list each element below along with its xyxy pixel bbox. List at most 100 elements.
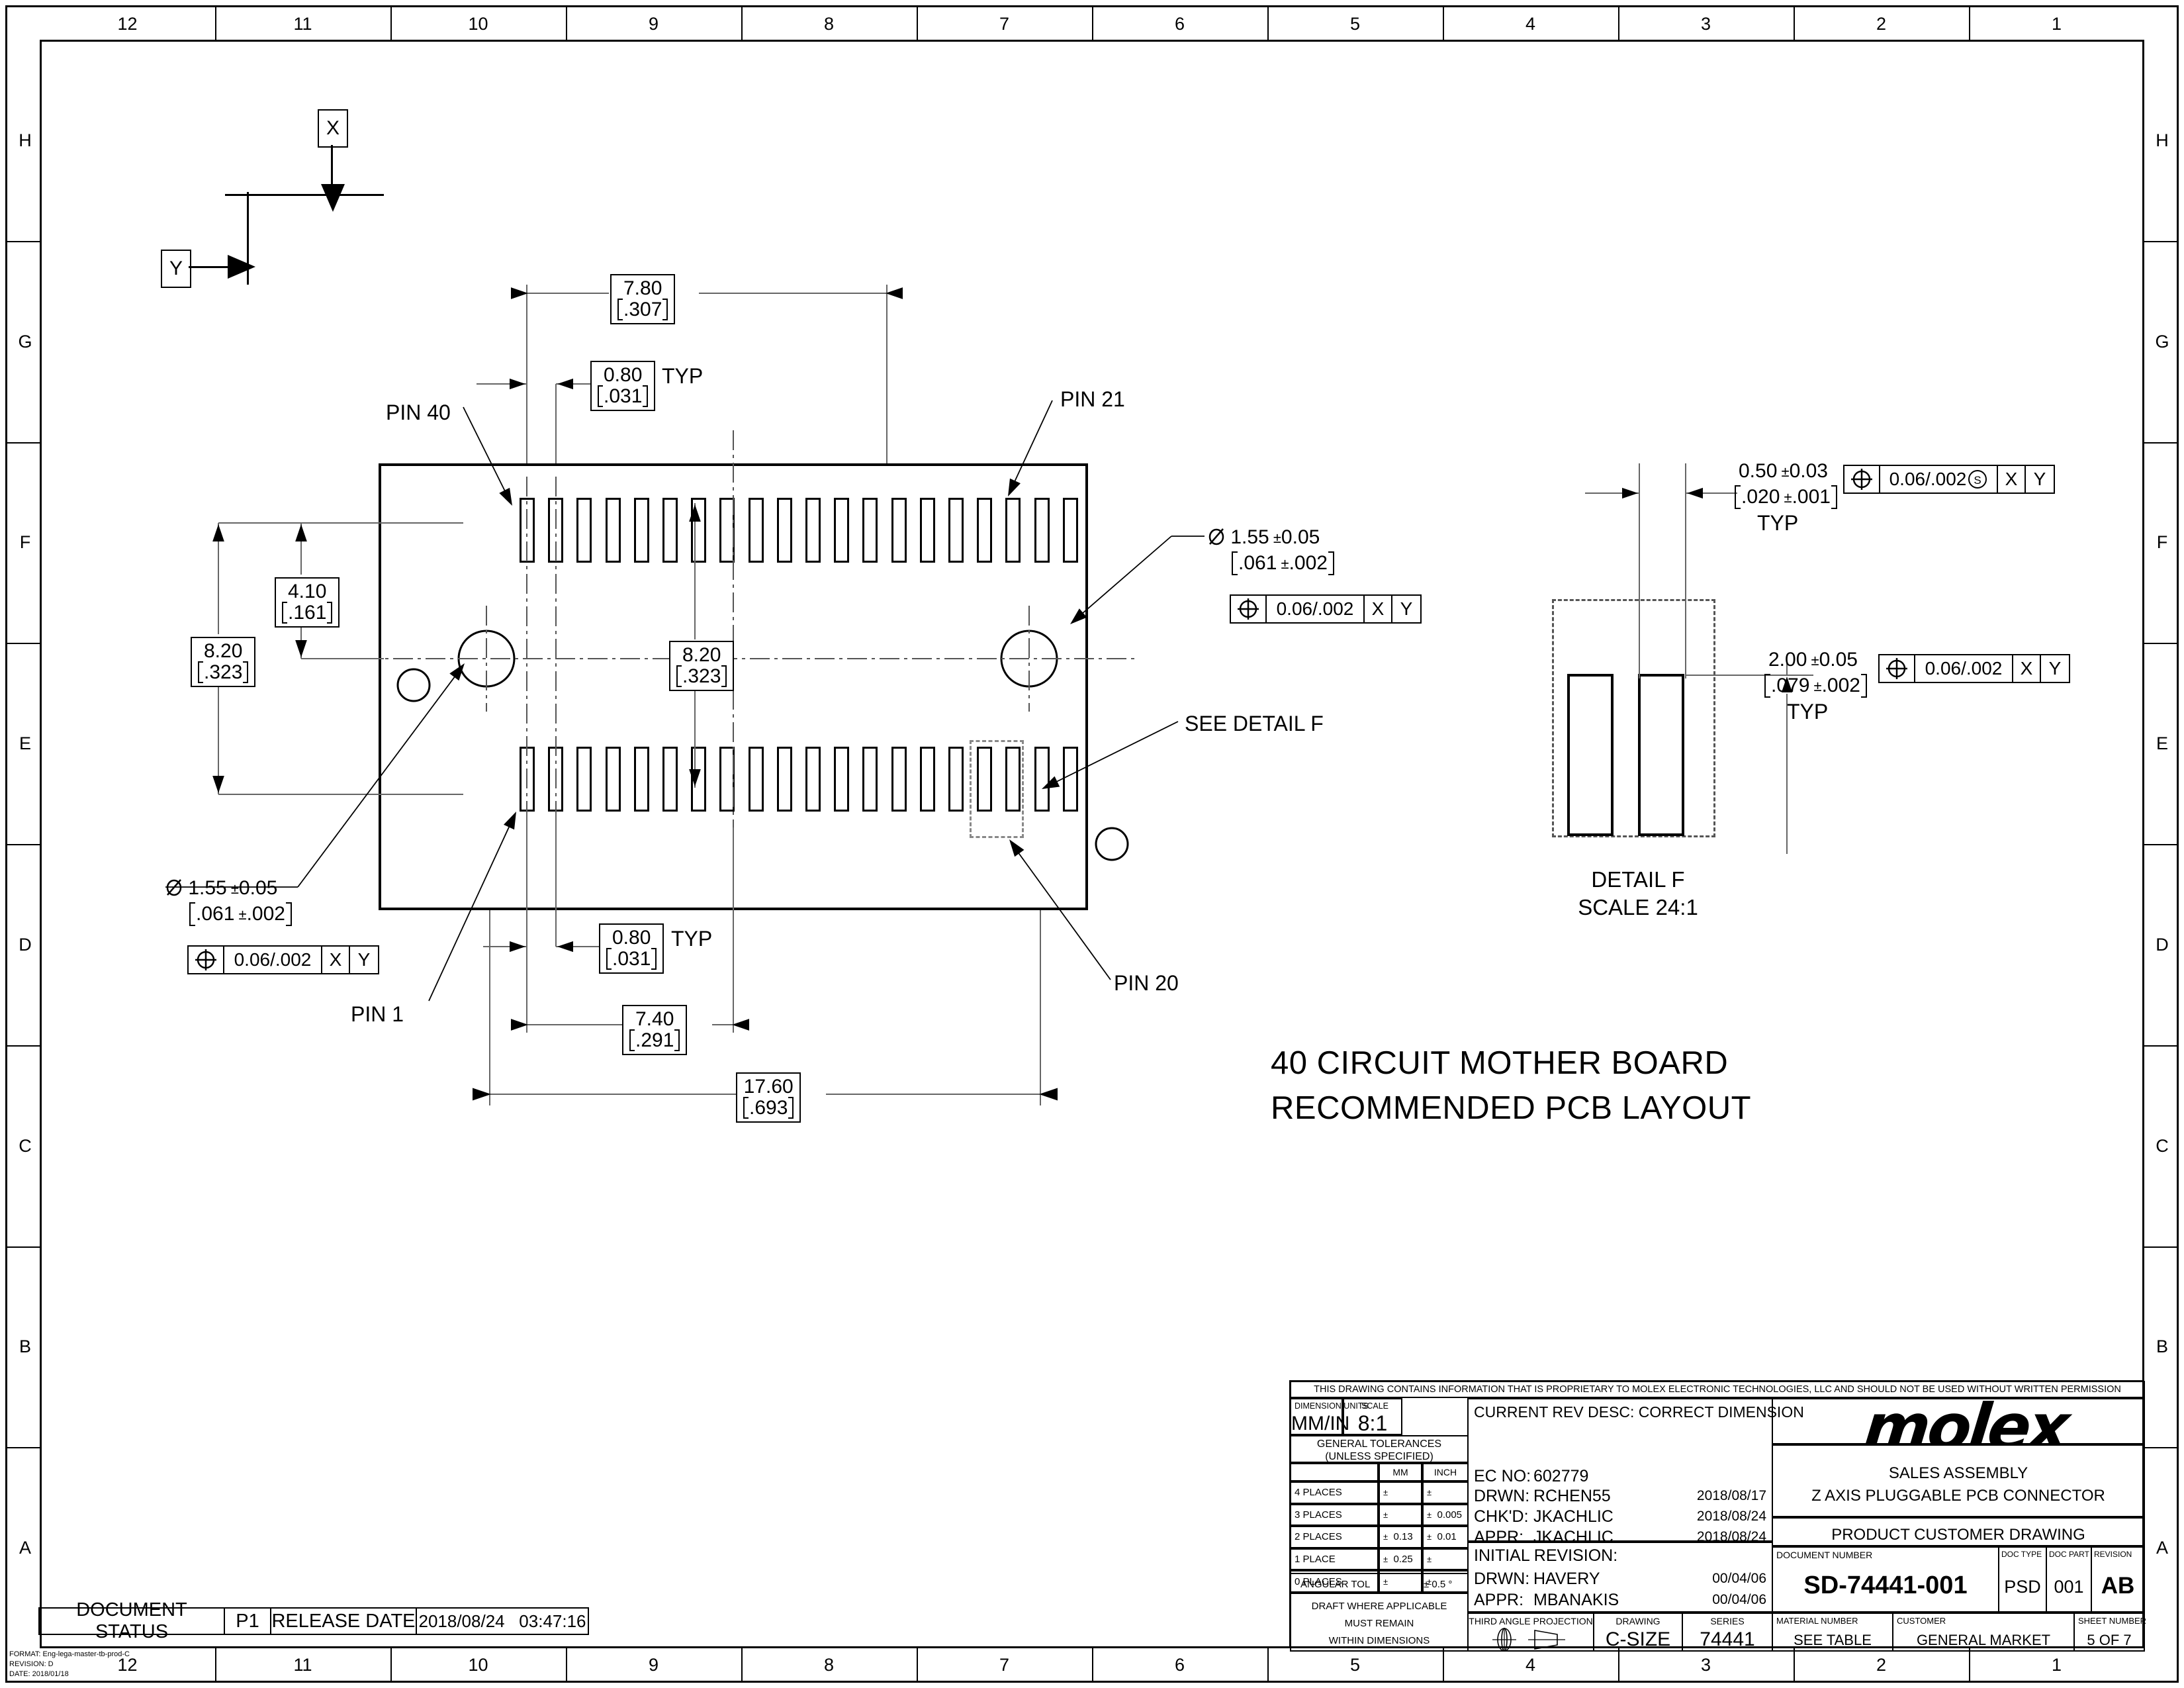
datum-x-leader-v: [331, 145, 333, 195]
doc-type-value: PSD: [2004, 1577, 2041, 1597]
zone-bottom-divider-8: [1443, 1648, 1444, 1681]
brand-cell: molex: [1772, 1398, 2145, 1444]
angular-tolerance-value: ± 0.5 °: [1424, 1579, 1453, 1590]
sheet-number-cell: SHEET NUMBER 5 OF 7: [2073, 1613, 2147, 1652]
pad-top-6: [662, 498, 678, 563]
pad-bottom-11: [805, 747, 821, 812]
dim-7-40: 7.40 .291: [622, 1005, 688, 1056]
detail-height-typ: TYP: [1787, 700, 1829, 724]
sheet-inner-border: [40, 40, 2144, 1648]
detail-f-boundary: [1552, 599, 1715, 837]
draft-note-line1: DRAFT WHERE APPLICABLE: [1311, 1601, 1447, 1612]
pad-top-17: [977, 498, 993, 563]
initial-revision-label: INITIAL REVISION:: [1474, 1546, 1618, 1565]
zone-top-2: 2: [1876, 14, 1887, 34]
document-status-bar: DOCUMENT STATUS P1 RELEASE DATE 2018/08/…: [38, 1599, 589, 1642]
zone-top-divider-8: [1443, 7, 1444, 40]
pad-bottom-4: [605, 747, 621, 812]
pad-bottom-10: [776, 747, 792, 812]
dim-8-20-left: 8.20 .323: [191, 637, 256, 688]
pin-21-label: PIN 21: [1060, 387, 1125, 411]
detail-height-fcf-datum-a: X: [2013, 655, 2041, 682]
ec-no-label: EC NO:: [1474, 1467, 1531, 1485]
zone-right-B: B: [2156, 1336, 2168, 1357]
format-note: FORMAT: Eng-lega-master-tb-prod-C REVISI…: [9, 1650, 130, 1679]
zone-left-B: B: [19, 1336, 31, 1357]
zone-left-A: A: [19, 1538, 31, 1558]
zone-bottom-divider-7: [1267, 1648, 1269, 1681]
doc-part-label: DOC PART: [2049, 1550, 2089, 1559]
third-angle-projection-cell: THIRD ANGLE PROJECTION: [1467, 1613, 1594, 1652]
init-appr-label: APPR:: [1474, 1591, 1524, 1609]
zone-right-divider-6: [2144, 1246, 2177, 1248]
zone-right-divider-7: [2144, 1447, 2177, 1449]
zone-bottom-1: 1: [2051, 1655, 2062, 1675]
title-block: THIS DRAWING CONTAINS INFORMATION THAT I…: [1289, 1380, 2146, 1652]
detail-f-highlight: [970, 740, 1024, 838]
zone-bottom-7: 7: [999, 1655, 1010, 1675]
zone-bottom-divider-11: [1969, 1648, 1970, 1681]
pad-top-1: [520, 498, 535, 563]
drwn-date: 2018/08/17: [1696, 1488, 1766, 1503]
material-number-value: SEE TABLE: [1794, 1632, 1872, 1648]
pad-top-7: [691, 498, 707, 563]
position-symbol-icon: [189, 947, 224, 973]
pad-bottom-17: [977, 747, 993, 812]
pad-top-18: [1005, 498, 1021, 563]
drawing-size-cell: DRAWING C-SIZE: [1593, 1613, 1683, 1652]
drwn-label: DRWN:: [1474, 1487, 1530, 1505]
zone-right-divider-5: [2144, 1045, 2177, 1047]
product-drawing-cell: PRODUCT CUSTOMER DRAWING: [1772, 1517, 2145, 1546]
pin-1-label: PIN 1: [351, 1002, 404, 1026]
position-symbol-icon: [1844, 466, 1880, 492]
detail-width-fcf-datum-a: X: [1998, 466, 2026, 492]
scale-value: 8:1: [1357, 1411, 1388, 1435]
zone-right-divider-2: [2144, 442, 2177, 444]
proprietary-note: THIS DRAWING CONTAINS INFORMATION THAT I…: [1290, 1381, 2145, 1398]
zone-right-C: C: [2156, 1135, 2169, 1156]
pad-top-13: [862, 498, 878, 563]
hole-callout-top: 1.55 ±0.05 .061 ±.002: [1208, 526, 1334, 575]
init-appr-name: MBANAKIS: [1533, 1591, 1619, 1609]
fcf-bottom-tolerance: 0.06/.002: [224, 947, 322, 973]
dimension-units-value: MM/IN: [1291, 1413, 1350, 1434]
zone-top-12: 12: [117, 14, 138, 34]
sheet-outer-border: [5, 5, 2179, 1683]
zone-left-divider-7: [7, 1447, 40, 1449]
pad-bottom-13: [862, 747, 878, 812]
detail-f-pad-2: [1638, 674, 1684, 836]
view-title-line2: RECOMMENDED PCB LAYOUT: [1271, 1090, 1752, 1126]
pad-top-10: [776, 498, 792, 563]
customer-value: GENERAL MARKET: [1916, 1632, 2051, 1648]
zone-left-G: G: [18, 331, 32, 352]
draft-note-line3: WITHIN DIMENSIONS: [1328, 1635, 1430, 1646]
format-note-line1: FORMAT: Eng-lega-master-tb-prod-C: [9, 1650, 130, 1658]
tolerance-row-1-mm: ±: [1379, 1503, 1422, 1526]
datum-y-leader-v: [247, 192, 249, 285]
pad-top-12: [834, 498, 850, 563]
fcf-bottom-datum-b: Y: [357, 949, 371, 970]
zone-bottom-divider-5: [917, 1648, 918, 1681]
datum-x-label: X: [326, 117, 340, 139]
pin-40-label: PIN 40: [386, 400, 451, 424]
zone-bottom-divider-3: [566, 1648, 567, 1681]
zone-bottom-divider-1: [215, 1648, 216, 1681]
chkd-label: CHK'D:: [1474, 1507, 1529, 1526]
zone-bottom-2: 2: [1876, 1655, 1887, 1675]
centerline-horizontal: [361, 658, 1138, 659]
pad-top-20: [1062, 498, 1078, 563]
sheet-number-label: SHEET NUMBER: [2078, 1616, 2147, 1626]
zone-bottom-4: 4: [1525, 1655, 1536, 1675]
dim-4-10: 4.10 .161: [275, 577, 340, 628]
third-angle-projection-label: THIRD ANGLE PROJECTION: [1469, 1616, 1593, 1626]
document-status-value: P1: [224, 1607, 271, 1635]
zone-bottom-6: 6: [1174, 1655, 1185, 1675]
zone-bottom-11: 11: [293, 1655, 312, 1675]
zone-left-divider-6: [7, 1246, 40, 1248]
zone-bottom-12: 12: [117, 1655, 138, 1675]
series-cell: SERIES 74441: [1682, 1613, 1773, 1652]
detail-width-typ: TYP: [1757, 511, 1799, 535]
zone-bottom-divider-9: [1618, 1648, 1619, 1681]
zone-right-E: E: [2156, 733, 2168, 754]
pad-top-3: [576, 498, 592, 563]
